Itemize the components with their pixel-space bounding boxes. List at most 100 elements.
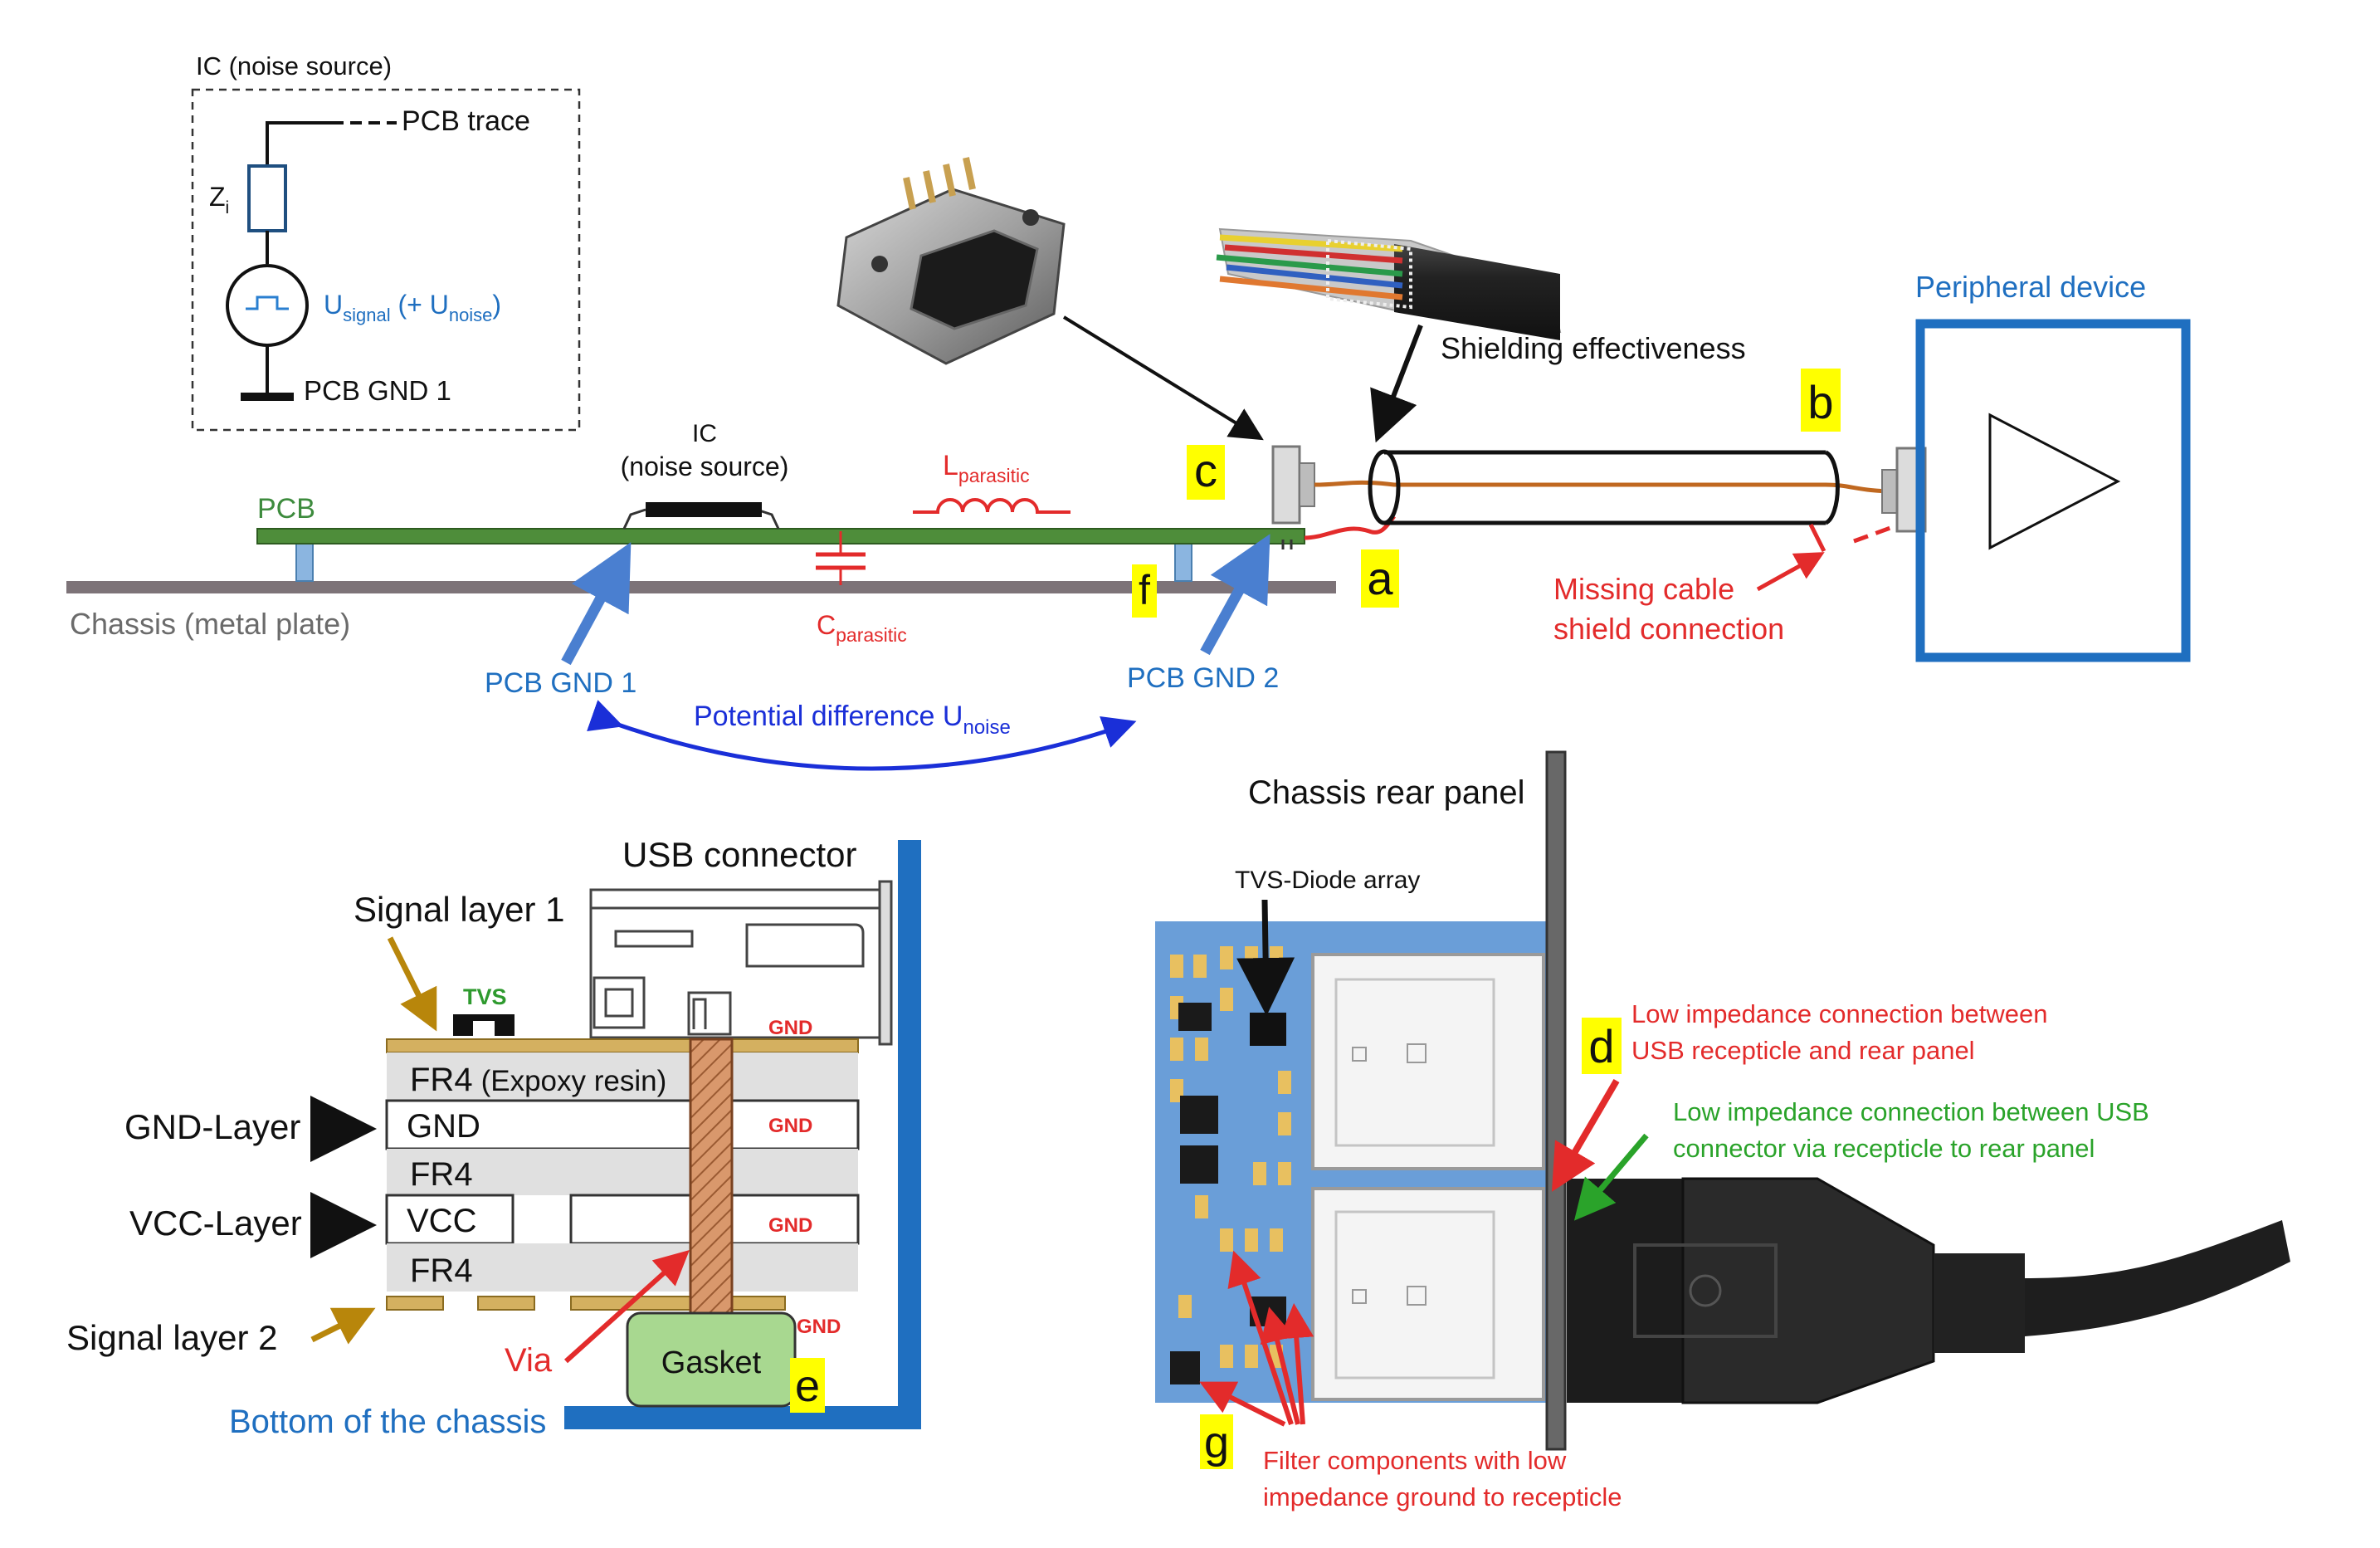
filter-arrow-4 (1199, 1381, 1286, 1427)
amplifier-symbol (1988, 413, 2121, 550)
cable-shield-start (1368, 449, 1401, 525)
filter-arrow-3 (1279, 1303, 1314, 1425)
low-imp-2-line1: Low impedance connection between USB (1673, 1097, 2149, 1126)
svg-text:f: f (1139, 567, 1150, 613)
gnd-tag-vcc: GND (768, 1214, 812, 1237)
signal-layer1-pad (386, 1038, 859, 1053)
low-imp-1-line2: USB recepticle and rear panel (1631, 1036, 1975, 1065)
standoff-2 (1174, 541, 1192, 582)
filter-arrow-2 (1260, 1306, 1300, 1425)
fr4-mid (387, 1149, 858, 1195)
fr4-top (387, 1052, 858, 1101)
fr4-bottom (387, 1243, 858, 1292)
via-label: Via (505, 1342, 553, 1379)
peripheral-label: Peripheral device (1915, 270, 2146, 304)
dsub-arrow (1062, 315, 1264, 441)
label-a: a (1361, 549, 1399, 608)
dsub-connector-icon (836, 157, 1066, 365)
c-parasitic-label: Cparasitic (817, 610, 907, 646)
zi-label: Zi (209, 182, 229, 217)
usb-receptacle-bottom (1311, 1187, 1545, 1401)
usb-plug (1567, 1177, 2290, 1404)
gnd-tag-mid: GND (768, 1115, 812, 1137)
vcc-plane (385, 1194, 515, 1245)
gnd-tag-top: GND (768, 1017, 812, 1039)
pcb-label: PCB (257, 493, 315, 525)
vcc-plane-label: VCC (407, 1203, 476, 1239)
peripheral-connector-tip (1881, 469, 1898, 514)
signal-layer2-pad (477, 1296, 535, 1311)
low-imp-1-line1: Low impedance connection between (1631, 999, 2048, 1028)
signal-layer2-label: Signal layer 2 (66, 1318, 277, 1357)
l-parasitic-label: Lparasitic (943, 450, 1030, 486)
ic-chip (646, 502, 762, 517)
pcb-gnd1-label: PCB GND 1 (485, 667, 636, 699)
gnd-tag-bottom: GND (797, 1316, 841, 1338)
pcb-stackup: Bottom of the chassis USB connector TVS … (66, 835, 921, 1440)
pcb-gnd2-label: PCB GND 2 (1127, 662, 1279, 694)
shielded-cable-icon (1216, 227, 1562, 340)
pcb-board (256, 528, 1305, 544)
pcb-connector-body (1271, 445, 1301, 525)
inductor-symbol (913, 498, 1071, 514)
signal-layer2-pad (570, 1296, 786, 1311)
label-g: g (1200, 1414, 1233, 1469)
rear-panel (1545, 750, 1567, 1451)
bottom-chassis-label: Bottom of the chassis (229, 1404, 546, 1440)
low-imp-2-arrow (1573, 1133, 1649, 1221)
tvs-label: TVS (463, 984, 507, 1009)
tvs-diode-array (1250, 1013, 1286, 1046)
label-c: c (1187, 444, 1225, 500)
signal-source-circle (226, 264, 309, 347)
pcb-gnd1-arrow (561, 542, 632, 666)
potential-diff-arrow (587, 700, 1137, 771)
top-cross-section: Chassis (metal plate) PCB IC (noise sour… (66, 157, 2191, 771)
missing-shield-dashed (1808, 523, 1826, 553)
missing-shield-label-2: shield connection (1553, 612, 1784, 646)
svg-text:b: b (1807, 376, 1833, 428)
missing-shield-arrow (1756, 552, 1825, 592)
label-e: e (790, 1358, 825, 1413)
inset-pcb-gnd: PCB GND 1 (304, 375, 451, 406)
ic-label-1: IC (692, 420, 717, 447)
potential-diff-label: Potential difference Unoise (694, 701, 1011, 739)
ic-inset: IC (noise source) PCB trace Zi Usignal (… (191, 51, 581, 432)
usignal-label: Usignal (+ Unoise) (324, 290, 501, 325)
missing-shield-label-1: Missing cable (1553, 572, 1734, 606)
fr4-top-label: FR4(Expoxy resin) (410, 1062, 666, 1098)
gnd-plane-label: GND (407, 1108, 480, 1145)
chassis-plate (66, 581, 1336, 593)
svg-text:a: a (1367, 552, 1393, 604)
rear-panel-label: Chassis rear panel (1248, 774, 1525, 811)
ic-leads (622, 508, 646, 530)
svg-text:e: e (795, 1361, 820, 1411)
signal-layer1-arrow (387, 936, 437, 1032)
usb-receptacle-top (1311, 953, 1545, 1170)
tvs-gap (473, 1021, 495, 1038)
zi-resistor (247, 164, 287, 232)
svg-text:d: d (1588, 1020, 1614, 1072)
peripheral-device-box (1915, 319, 2191, 662)
filter-line2: impedance ground to recepticle (1263, 1482, 1622, 1511)
ic-label-2: (noise source) (621, 452, 789, 481)
pcb-connector-tip (1299, 462, 1315, 507)
shielding-label: Shielding effectiveness (1441, 331, 1746, 365)
chassis-label: Chassis (metal plate) (70, 607, 350, 641)
usb-connector-drawing (589, 880, 893, 1046)
inset-pcb-trace: PCB trace (402, 105, 530, 137)
standoff-1 (295, 541, 314, 582)
cable-shield-end (1824, 450, 1840, 525)
pcb-gnd2-arrow (1200, 534, 1270, 656)
signal-layer2-pad (386, 1296, 444, 1311)
gasket-label: Gasket (661, 1345, 762, 1380)
cable-core-wire (1314, 480, 1896, 494)
rear-panel-photo: TVS-Diode array Chassis rear panel d Low… (1155, 750, 2290, 1511)
inset-frame (191, 88, 581, 432)
usb-connector-label: USB connector (622, 835, 856, 874)
label-d: d (1582, 1018, 1622, 1074)
inset-title: IC (noise source) (196, 51, 392, 81)
label-f: f (1132, 564, 1157, 618)
via-arrow (563, 1249, 690, 1364)
tvs-array-arrow (1236, 899, 1295, 1016)
